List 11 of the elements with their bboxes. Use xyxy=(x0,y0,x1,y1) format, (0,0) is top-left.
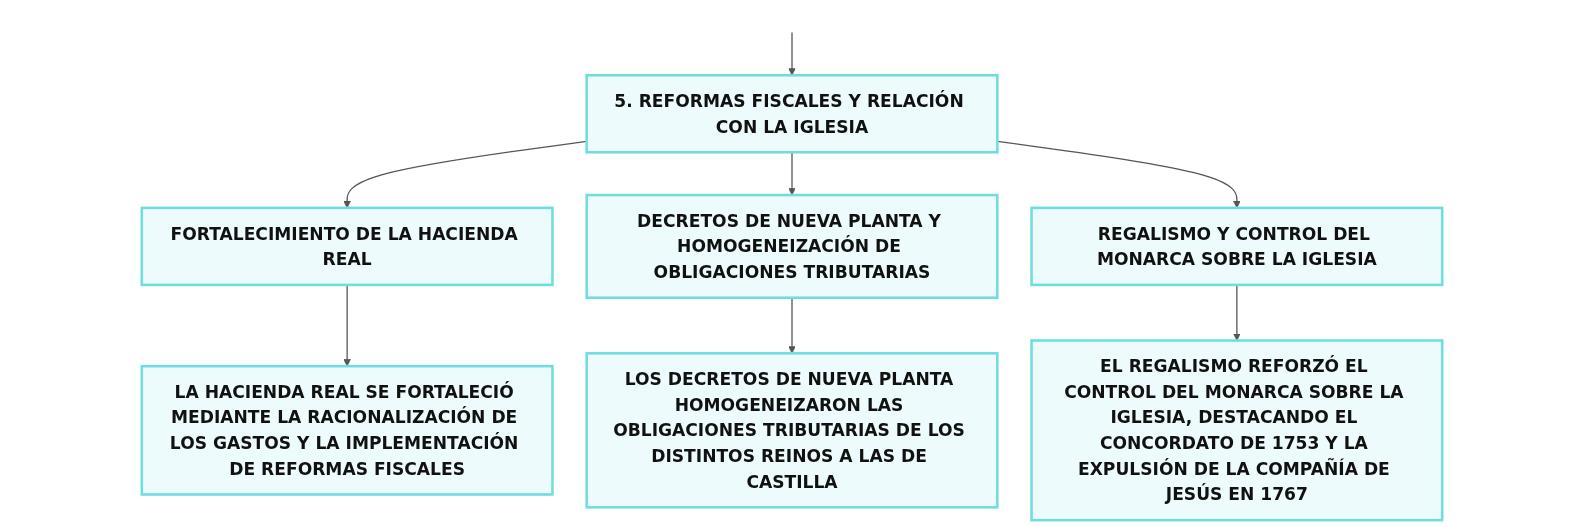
node-box: LA HACIENDA REAL SE FORTALECIÓ MEDIANTE LA RACIONALIZACIÓN DE LOS GASTOS Y LA IMPLEMENTACIÓN DE REFORMAS FISCALES xyxy=(140,364,554,496)
arrow xyxy=(1232,284,1241,341)
node-box: REGALISMO Y CONTROL DEL MONARCA SOBRE LA IGLESIA xyxy=(1029,206,1443,287)
node-box: 5. REFORMAS FISCALES Y RELACIÓN CON LA IGLESIA xyxy=(584,74,999,154)
arrow xyxy=(787,31,796,76)
node-box: DECRETOS DE NUEVA PLANTA Y HOMOGENEIZACIÓN DE OBLIGACIONES TRIBUTARIAS xyxy=(584,193,999,299)
arrow xyxy=(787,297,796,354)
node-box: EL REGALISMO REFORZÓ EL CONTROL DEL MONARCA SOBRE LA IGLESIA, DESTACANDO EL CONCORDATO DE 1753 Y LA EXPULSIÓN DE LA COMPAÑÍA DE JESÚS EN 1767 xyxy=(1029,339,1443,522)
node-box: FORTALECIMIENTO DE LA HACIENDA REAL xyxy=(140,206,554,287)
arrow xyxy=(342,284,351,367)
node-box: LOS DECRETOS DE NUEVA PLANTA HOMOGENEIZARON LAS OBLIGACIONES TRIBUTARIAS DE LOS DISTINTOS REINOS A LAS DE CASTILLA xyxy=(584,352,999,509)
